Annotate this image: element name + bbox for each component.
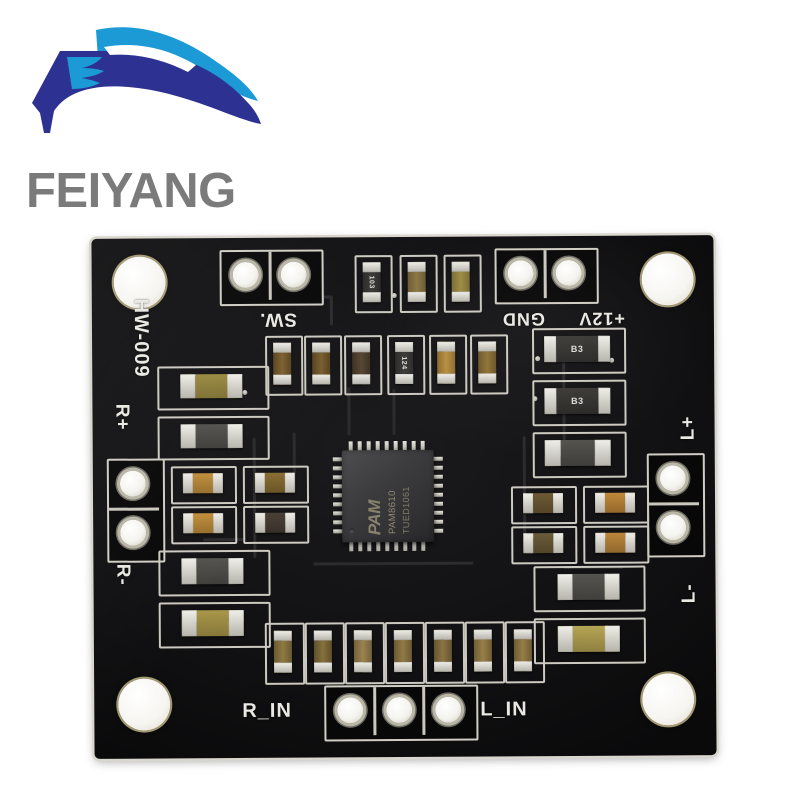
component-marking: 124 (400, 356, 408, 370)
component-marking: B3 (570, 343, 584, 354)
silk-right-in-label: R_IN (242, 699, 292, 722)
smd-capacitor (407, 261, 426, 302)
silk-left-in-label: L_IN (480, 698, 528, 721)
smd-capacitor (594, 492, 636, 513)
smd-capacitor (273, 342, 292, 385)
switch-pin-1[interactable] (232, 261, 259, 289)
smd-capacitor (478, 341, 497, 384)
silk-board-id: HW-009 (129, 298, 153, 378)
feiyang-wordmark: FEIYANG (26, 164, 236, 218)
left-in-pin[interactable] (435, 696, 462, 723)
audio-input-divider-1 (373, 687, 376, 736)
ic-date-code: TUED1061 (400, 486, 412, 535)
smd-capacitor (313, 630, 333, 673)
smd-inductor (557, 573, 620, 601)
pam8610-amplifier-board: HW-009 SW. GND +12V R+ R- L+ L- (91, 235, 717, 759)
smd-capacitor (182, 473, 223, 494)
silk-left-pos-label: L+ (677, 415, 699, 441)
smd-capacitor (393, 629, 413, 673)
feiyang-logo: FEIYANG (18, 25, 268, 218)
right-out-pos-pin[interactable] (119, 470, 146, 497)
smd-capacitor (437, 341, 456, 384)
smd-capacitor (183, 513, 224, 534)
smd-inductor (181, 557, 244, 585)
left-output-divider (649, 502, 700, 506)
smd-inductor (180, 373, 243, 399)
silk-switch-label: SW. (259, 308, 297, 330)
mounting-hole-bottom-right (642, 673, 695, 726)
smd-capacitor (451, 261, 470, 302)
smd-capacitor (273, 630, 293, 673)
smd-diode-b3-top: B3 (544, 335, 611, 363)
smd-capacitor (433, 629, 453, 672)
component-marking: 103 (368, 275, 376, 289)
feiyang-swoosh-dark-icon (32, 51, 261, 133)
smd-capacitor (254, 472, 295, 493)
trace (313, 561, 474, 566)
ic-vendor-logo: PAM (365, 500, 385, 536)
silk-gnd-label: GND (501, 309, 545, 330)
trace (392, 389, 396, 436)
switch-header-divider (268, 251, 272, 300)
silk-right-neg-label: R- (112, 563, 134, 586)
gnd-in-pin[interactable] (386, 696, 413, 724)
trace (329, 295, 333, 326)
power-header-divider (543, 250, 547, 299)
left-out-neg-pin[interactable] (660, 514, 687, 541)
smd-capacitor (522, 493, 564, 514)
left-out-pos-pin[interactable] (659, 465, 686, 492)
smd-capacitor (353, 630, 373, 673)
ic-marking-group: PAM PAM8610 TUED1061 (347, 455, 429, 537)
logo-notch (104, 45, 196, 72)
smd-inductor (544, 439, 611, 467)
pam8610-ic: PAM PAM8610 TUED1061 (332, 440, 444, 552)
gnd-pin[interactable] (507, 260, 534, 287)
smd-resistor-124: 124 (395, 341, 414, 385)
smd-inductor (181, 609, 244, 637)
ic-part-number: PAM8610 (386, 490, 399, 535)
right-out-neg-pin[interactable] (120, 519, 147, 546)
smd-capacitor (523, 533, 564, 554)
smd-capacitor (473, 629, 493, 672)
feiyang-logo-mark (32, 27, 261, 133)
smd-inductor (180, 423, 243, 449)
right-output-divider (109, 507, 160, 511)
feiyang-flame-icon (67, 57, 104, 89)
silk-left-neg-label: L- (678, 583, 700, 604)
smd-capacitor (513, 629, 533, 672)
smd-capacitor (595, 532, 636, 553)
smd-capacitor (312, 342, 331, 385)
silk-plus12v-label: +12V (578, 308, 625, 329)
switch-pin-2[interactable] (280, 261, 307, 288)
right-in-pin[interactable] (337, 697, 364, 724)
smd-resistor (352, 342, 371, 385)
audio-input-divider-2 (422, 686, 425, 735)
smd-capacitor (255, 512, 296, 533)
silk-right-pos-label: R+ (111, 403, 133, 431)
smd-inductor (557, 625, 620, 653)
smd-resistor-103: 103 (362, 262, 381, 303)
plus12v-pin[interactable] (555, 259, 582, 287)
mounting-hole-top-right (641, 253, 694, 306)
component-marking: B3 (571, 395, 584, 406)
mounting-hole-bottom-left (118, 678, 171, 731)
smd-diode-b3-bottom: B3 (544, 387, 611, 415)
